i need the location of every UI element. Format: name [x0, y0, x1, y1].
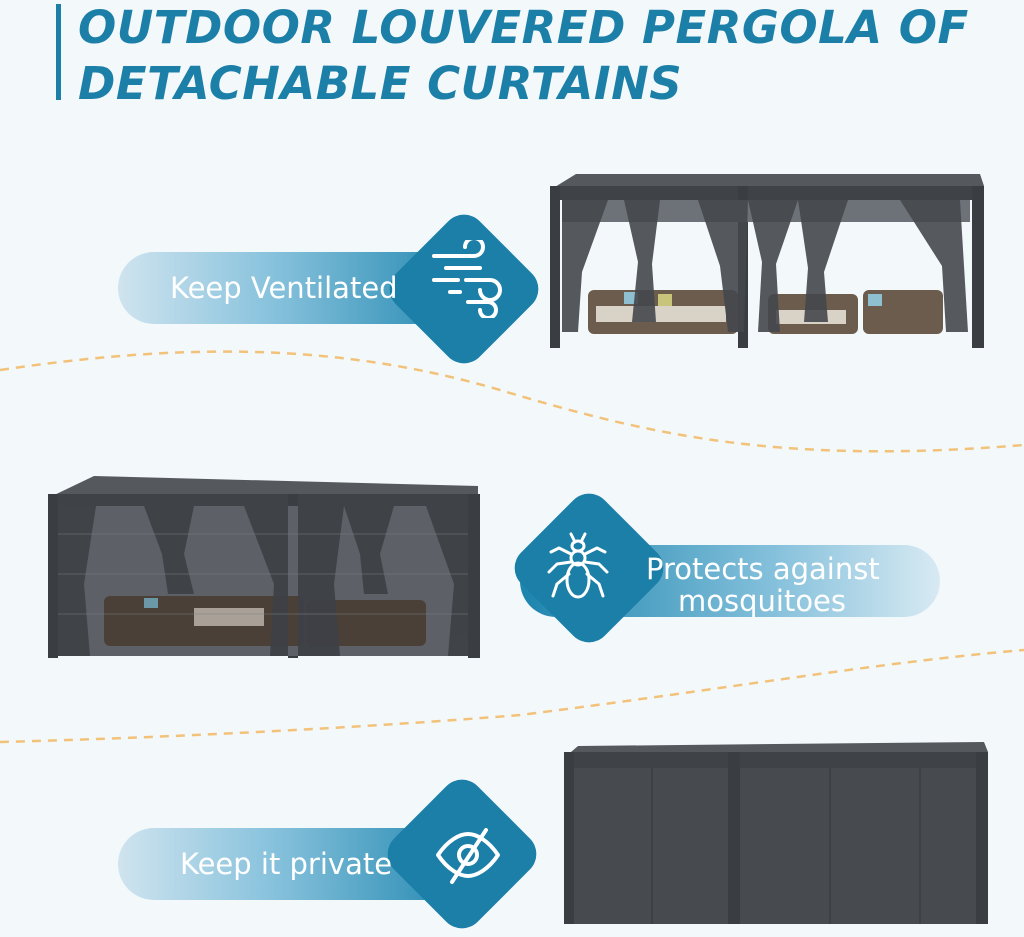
page-title: OUTDOOR LOUVERED PERGOLA OF DETACHABLE C…: [78, 0, 969, 112]
dashed-separator-1: [0, 350, 1024, 453]
pergola-open-curtains-image: [548, 172, 986, 350]
title-accent-bar: [56, 4, 61, 100]
title-line-1: OUTDOOR LOUVERED PERGOLA OF: [78, 1, 969, 54]
wind-icon: [432, 240, 502, 318]
eye-off-icon: [436, 828, 500, 884]
pergola-privacy-curtains-image: [560, 740, 990, 924]
feature-label-ventilated: Keep Ventilated: [170, 271, 398, 305]
dashed-separator-2: [0, 648, 1024, 744]
pergola-mosquito-net-image: [44, 474, 482, 660]
feature-label-private: Keep it private: [180, 847, 393, 881]
feature-label-mosquitoes-line1: Protects against: [646, 552, 880, 586]
title-line-2: DETACHABLE CURTAINS: [78, 57, 683, 110]
mosquito-icon: [547, 532, 609, 599]
feature-label-mosquitoes-line2: mosquitoes: [678, 584, 847, 618]
